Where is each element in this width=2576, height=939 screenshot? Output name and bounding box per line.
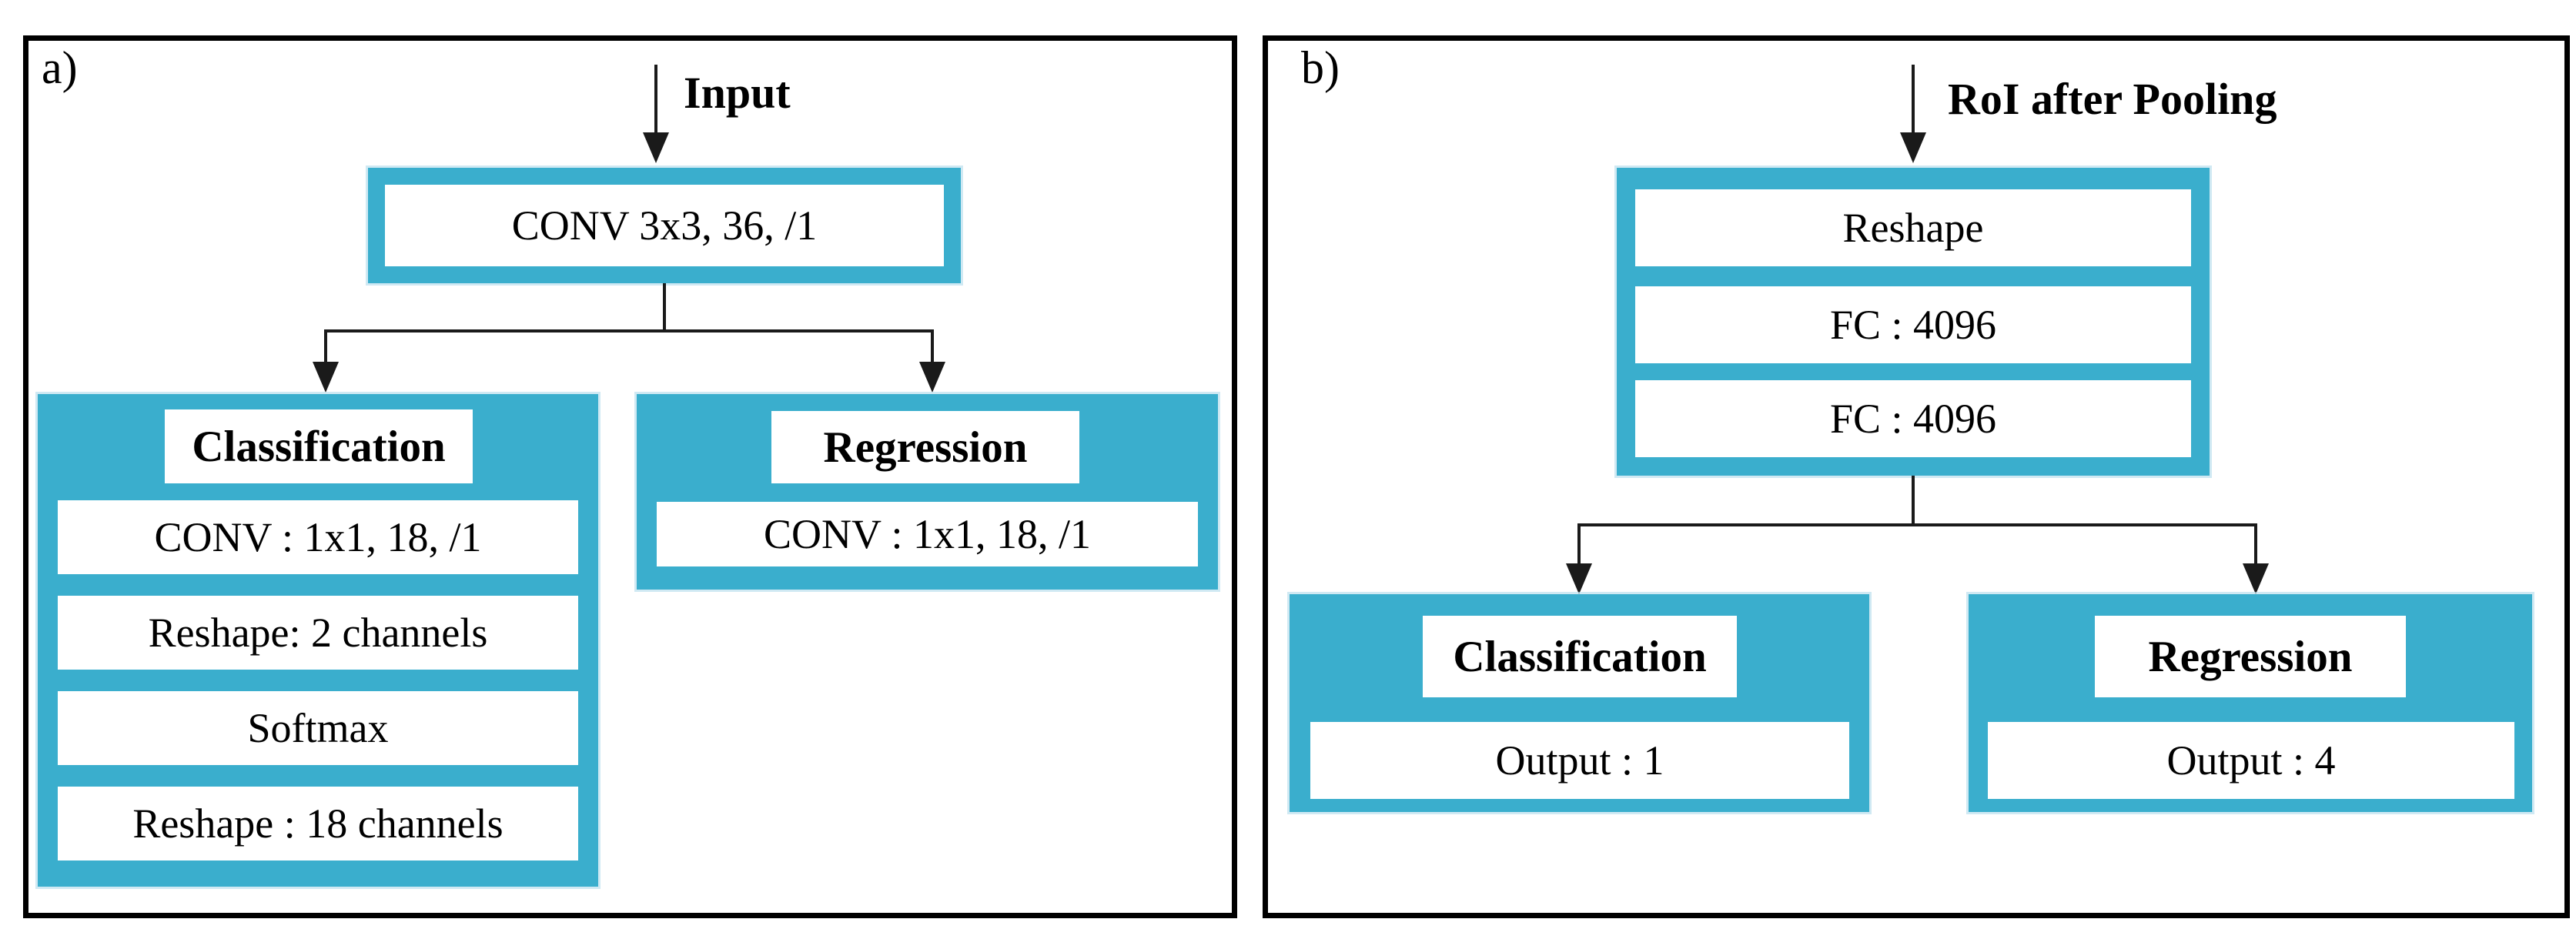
- branch-stem-line-b: [1912, 476, 1915, 525]
- fc-stack-row: FC : 4096: [1635, 380, 2191, 457]
- roi-arrowhead-icon: [1900, 132, 1926, 163]
- regression-title-a: Regression: [771, 411, 1079, 483]
- branch-crossbar-a: [324, 329, 934, 332]
- input-arrow-line: [654, 65, 657, 135]
- classification-output-row: Output : 1: [1310, 722, 1849, 799]
- panel-b-label: b): [1301, 42, 1340, 93]
- branch-right-arrowhead-icon-a: [919, 362, 945, 393]
- branch-crossbar-b: [1577, 523, 2257, 526]
- classification-row: Reshape: 2 channels: [58, 596, 578, 670]
- input-arrow-label: Input: [684, 68, 791, 118]
- branch-left-arrowhead-icon-a: [313, 362, 339, 393]
- regression-row: CONV : 1x1, 18, /1: [657, 502, 1198, 566]
- roi-arrow-line: [1912, 65, 1915, 135]
- branch-left-line-b: [1577, 525, 1581, 563]
- branch-right-line-a: [931, 331, 934, 363]
- branch-left-line-a: [324, 331, 327, 363]
- input-arrowhead-icon: [643, 132, 669, 163]
- panel-a-label: a): [42, 42, 78, 93]
- conv-block-text: CONV 3x3, 36, /1: [385, 185, 944, 266]
- regression-output-row: Output : 4: [1988, 722, 2514, 799]
- roi-arrow-label: RoI after Pooling: [1948, 74, 2277, 124]
- classification-title-b: Classification: [1423, 616, 1737, 697]
- branch-stem-line-a: [663, 283, 666, 331]
- fc-stack-row: FC : 4096: [1635, 286, 2191, 363]
- branch-right-line-b: [2254, 525, 2257, 563]
- classification-title-a: Classification: [165, 409, 473, 483]
- classification-row: CONV : 1x1, 18, /1: [58, 500, 578, 574]
- branch-left-arrowhead-icon-b: [1566, 563, 1592, 594]
- branch-right-arrowhead-icon-b: [2243, 563, 2269, 594]
- fc-stack-row: Reshape: [1635, 189, 2191, 266]
- classification-row: Softmax: [58, 691, 578, 765]
- classification-row: Reshape : 18 channels: [58, 787, 578, 860]
- regression-title-b: Regression: [2095, 616, 2406, 697]
